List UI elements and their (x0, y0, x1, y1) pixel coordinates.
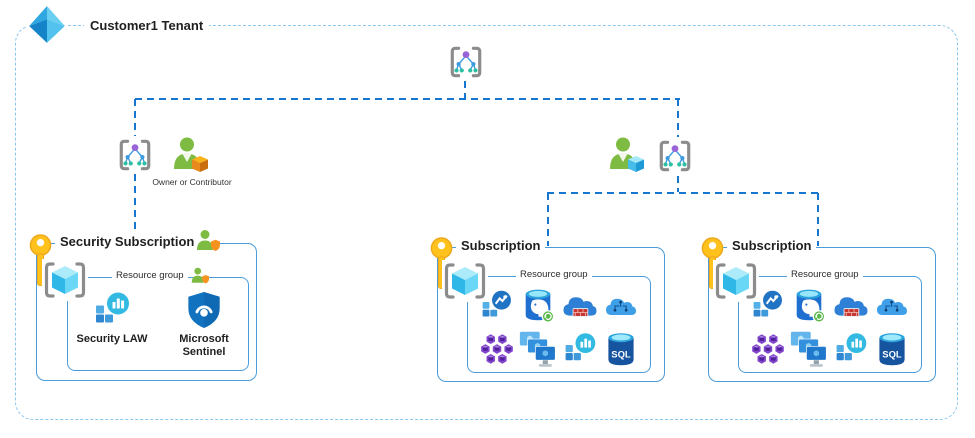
subscription-box-2: Subscription Resource group SQL (701, 237, 936, 382)
tenant-boundary (15, 25, 958, 420)
log-analytics-icon (96, 292, 129, 323)
connector-line (464, 81, 466, 99)
firewall-cloud-icon (562, 297, 597, 318)
security-subscription-title: Security Subscription (55, 234, 200, 249)
security-resources: Security LAW Microsoft Sentinel (68, 290, 248, 359)
sql-database-icon: SQL (879, 333, 905, 365)
vm-scale-set-icon (790, 331, 827, 367)
resource-icon-grid: SQL (747, 285, 913, 370)
resource-group-label: Resource group (112, 270, 188, 281)
subscription-title: Subscription (727, 238, 817, 253)
resource-group-label: Resource group (516, 269, 592, 280)
subscription-box-1: Subscription Resource group SQL (430, 237, 665, 382)
connector-line (547, 193, 549, 246)
resource-label: Security LAW (76, 333, 148, 345)
resource-icon-grid: SQL (476, 285, 642, 370)
user-role-badge-icon (197, 230, 220, 251)
resource-group-icon (713, 260, 759, 302)
security-subscription-box: Security Subscription Resource group Sec… (29, 230, 257, 381)
resource-group-icon (42, 259, 88, 301)
database-cluster-icon (478, 332, 516, 366)
connector-line (134, 99, 136, 137)
security-resource-group-box: Resource group Security LAW Microsoft Se… (42, 259, 249, 371)
sql-label: SQL (883, 349, 903, 360)
user-contributor-icon (610, 137, 644, 172)
tenant-label: Customer1 Tenant (84, 18, 210, 33)
sql-label: SQL (612, 349, 632, 360)
connector-line (135, 98, 680, 100)
resource-group-box: Resource group SQL (713, 260, 922, 373)
management-group-icon (116, 136, 154, 174)
connector-line (134, 174, 136, 243)
azure-monitor-icon (752, 289, 783, 318)
root-management-group-icon (447, 43, 485, 81)
sql-database-icon: SQL (608, 333, 634, 365)
connector-line (677, 176, 679, 192)
database-cluster-icon (749, 332, 787, 366)
azure-tenant-icon (26, 4, 68, 46)
log-analytics-icon (836, 333, 867, 360)
resource-group-box: Resource group SQL (442, 260, 651, 373)
resource-microsoft-sentinel: Microsoft Sentinel (168, 290, 240, 359)
vm-scale-set-icon (519, 331, 556, 367)
ai-services-icon (876, 298, 908, 316)
resource-security-law: Security LAW (76, 290, 148, 359)
connector-line (677, 99, 679, 137)
ai-services-icon (605, 298, 637, 316)
user-owner-icon (174, 137, 208, 172)
connector-line (817, 193, 819, 246)
subscription-title: Subscription (456, 238, 546, 253)
firewall-cloud-icon (833, 297, 868, 318)
postgresql-icon (525, 289, 555, 324)
owner-contributor-caption: Owner or Contributor (152, 177, 232, 187)
microsoft-sentinel-icon (186, 290, 222, 330)
management-group-icon (656, 137, 694, 175)
postgresql-icon (796, 289, 826, 324)
log-analytics-icon (565, 333, 596, 360)
connector-line (547, 192, 819, 194)
resource-group-label: Resource group (787, 269, 863, 280)
resource-label: Microsoft Sentinel (179, 333, 229, 358)
resource-group-icon (442, 260, 488, 302)
azure-monitor-icon (481, 289, 512, 318)
user-role-badge-icon (191, 267, 209, 284)
